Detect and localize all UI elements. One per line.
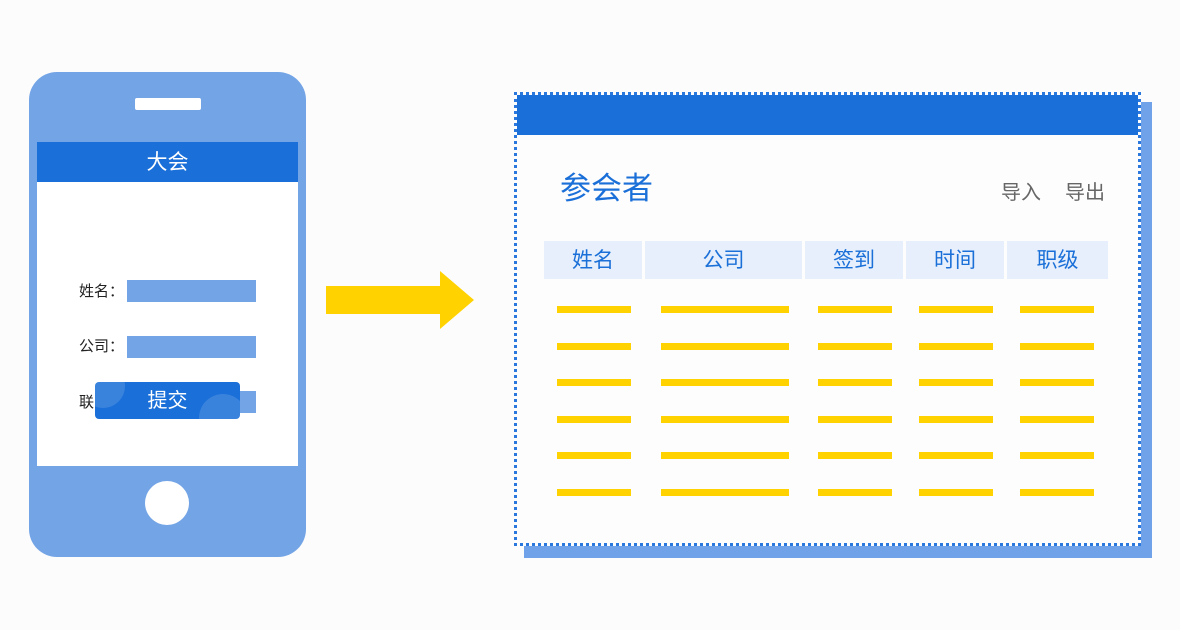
table-cell-placeholder bbox=[557, 452, 631, 460]
table-cell-placeholder bbox=[1020, 379, 1094, 387]
table-cell-placeholder bbox=[1020, 452, 1094, 460]
table-cell-placeholder bbox=[661, 452, 789, 460]
table-cell-placeholder bbox=[818, 415, 892, 423]
table-cell-placeholder bbox=[919, 415, 993, 423]
submit-button[interactable]: 提交 bbox=[95, 382, 240, 419]
table-cell-placeholder bbox=[1020, 415, 1094, 423]
table-cell-placeholder bbox=[919, 452, 993, 460]
home-button-icon bbox=[145, 481, 189, 525]
table-cell-placeholder bbox=[818, 452, 892, 460]
button-decoration bbox=[95, 382, 125, 408]
table-cell-placeholder bbox=[661, 379, 789, 387]
table-cell-placeholder bbox=[818, 342, 892, 350]
table-cell-placeholder bbox=[818, 306, 892, 313]
table-cell-placeholder bbox=[557, 415, 631, 423]
table-cell-placeholder bbox=[661, 306, 789, 313]
table-cell-placeholder bbox=[557, 342, 631, 350]
table-cell-placeholder bbox=[557, 489, 631, 496]
column-header-level: 职级 bbox=[1007, 241, 1108, 279]
name-field[interactable] bbox=[127, 280, 256, 302]
table-cell-placeholder bbox=[1020, 306, 1094, 313]
company-field-label: 公司： bbox=[79, 337, 125, 355]
table-cell-placeholder bbox=[818, 489, 892, 496]
table-cell-placeholder bbox=[557, 379, 631, 387]
table-cell-placeholder bbox=[1020, 342, 1094, 350]
table-cell-placeholder bbox=[1020, 489, 1094, 496]
right-arrow-icon bbox=[326, 271, 474, 329]
column-header-name: 姓名 bbox=[544, 241, 642, 279]
import-button[interactable]: 导入 bbox=[1001, 180, 1041, 204]
column-header-time: 时间 bbox=[906, 241, 1004, 279]
table-cell-placeholder bbox=[919, 342, 993, 350]
attendee-table-card: 参会者 导入 导出 姓名 公司 签到 时间 职级 bbox=[514, 92, 1141, 546]
column-header-checkin: 签到 bbox=[805, 241, 903, 279]
table-cell-placeholder bbox=[661, 415, 789, 423]
column-header-company: 公司 bbox=[645, 241, 802, 279]
table-cell-placeholder bbox=[919, 489, 993, 496]
button-decoration bbox=[199, 394, 240, 419]
table-cell-placeholder bbox=[818, 379, 892, 387]
table-cell-placeholder bbox=[661, 489, 789, 496]
submit-button-layer: 提交 bbox=[37, 142, 298, 466]
phone-speaker bbox=[135, 98, 201, 110]
company-field[interactable] bbox=[127, 336, 256, 358]
card-header-bar bbox=[517, 95, 1138, 135]
submit-button-label: 提交 bbox=[147, 388, 188, 412]
table-cell-placeholder bbox=[919, 306, 993, 313]
export-button[interactable]: 导出 bbox=[1065, 180, 1105, 204]
name-field-label: 姓名： bbox=[79, 282, 125, 300]
table-cell-placeholder bbox=[661, 342, 789, 350]
table-cell-placeholder bbox=[919, 379, 993, 387]
table-title: 参会者 bbox=[560, 171, 653, 207]
table-cell-placeholder bbox=[557, 306, 631, 313]
form-title: 大会 bbox=[37, 142, 298, 182]
